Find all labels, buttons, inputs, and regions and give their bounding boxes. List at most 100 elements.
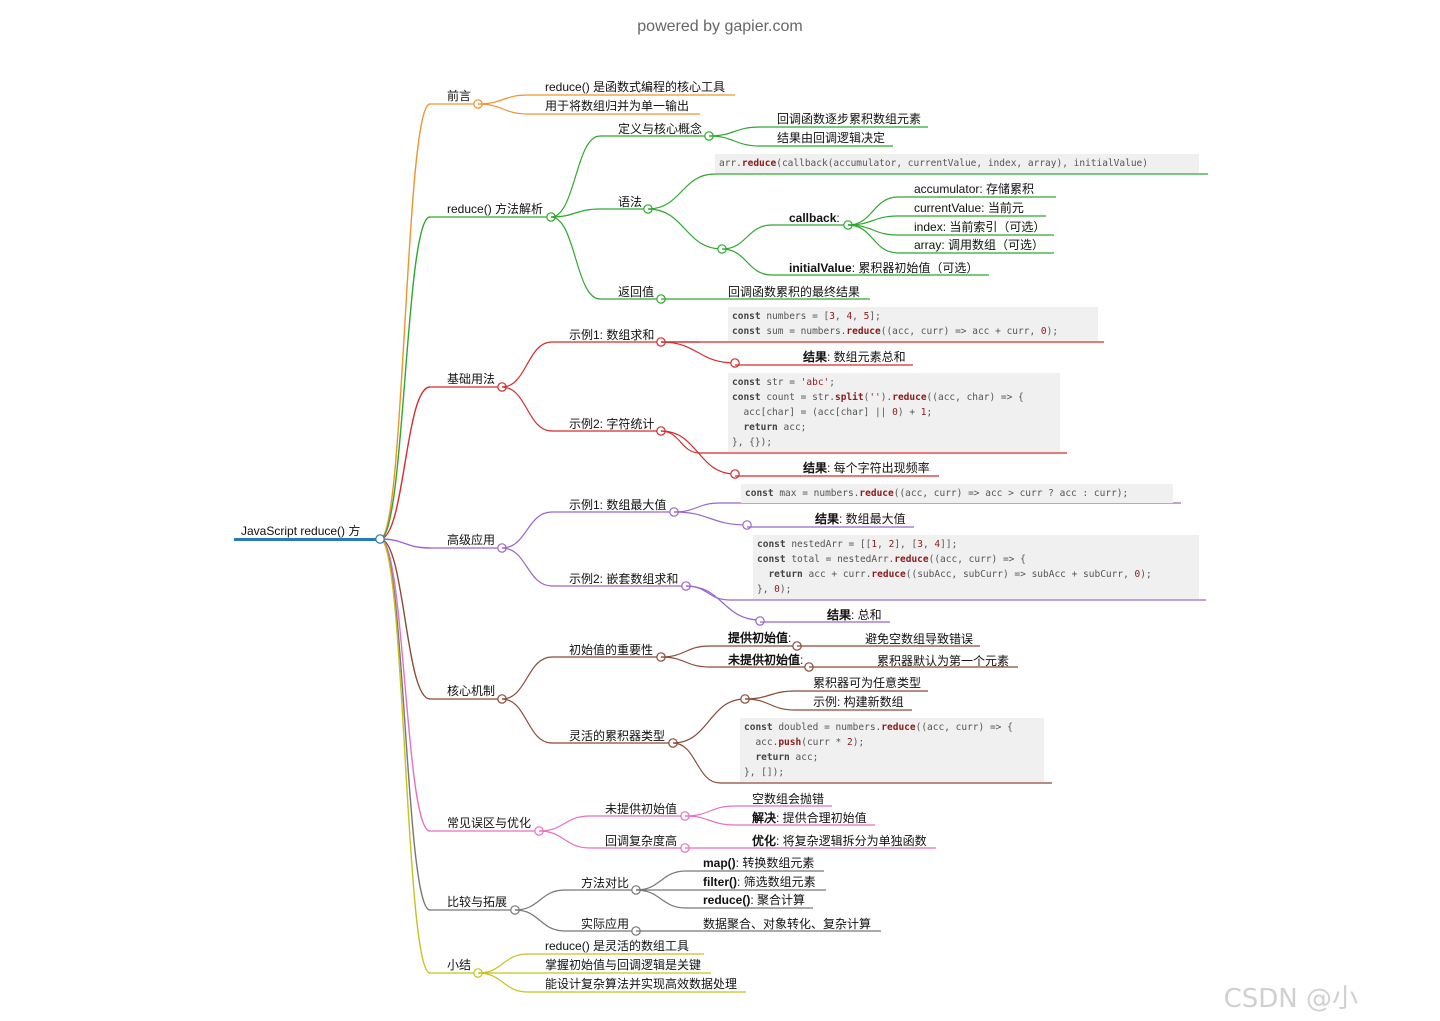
code-count: const str = 'abc'; const count = str.spl… xyxy=(728,373,1060,452)
node-label-key: filter() xyxy=(703,875,737,889)
connector-line xyxy=(847,224,899,254)
connector-line xyxy=(647,208,723,250)
callback-key: callback xyxy=(789,211,837,225)
connector-line xyxy=(685,585,731,601)
branch-summary-label: 小结 xyxy=(447,958,472,972)
branch-basic-label: 基础用法 xyxy=(447,372,496,386)
connector-line xyxy=(684,815,736,826)
branch-preface-connector xyxy=(379,103,431,540)
connector-line xyxy=(477,103,529,115)
node-label-key: 未提供初始值 xyxy=(728,653,801,667)
connector-line xyxy=(501,656,553,700)
connector-line xyxy=(673,511,748,526)
connector-line xyxy=(538,830,591,849)
powered-by-header: powered by gapier.com xyxy=(637,18,803,35)
node-label-value: : 数组最大值 xyxy=(839,512,906,526)
callback-param: array: 调用数组（可选） xyxy=(914,238,1045,252)
provide-initial-key: 提供初始值: xyxy=(728,631,791,646)
node-label-value: : 筛选数组元素 xyxy=(737,875,816,889)
initial-value-label: initialValue: 累积器初始值（可选） xyxy=(789,261,978,276)
branch-advanced-connector xyxy=(379,538,431,549)
node-label-key: 解决 xyxy=(752,811,777,825)
node-label-key: 提供初始值 xyxy=(728,631,789,645)
node-label-value: : 数组元素总和 xyxy=(827,350,906,364)
connector-line xyxy=(660,341,736,364)
basic-result1-label: 结果: 数组元素总和 xyxy=(803,350,906,365)
node-label-value: : 累积器初始值（可选） xyxy=(851,261,979,275)
connector-line xyxy=(635,889,687,909)
summary-item: 能设计复杂算法并实现高效数据处理 xyxy=(545,977,738,991)
branch-compare-connector xyxy=(379,538,431,911)
compare-item: map(): 转换数组元素 xyxy=(703,856,814,871)
branch-method-label: reduce() 方法解析 xyxy=(447,202,544,216)
pitfall-item: 空数组会抛错 xyxy=(752,792,825,806)
connector-line xyxy=(721,224,773,250)
core-initial-label: 初始值的重要性 xyxy=(569,643,654,657)
return-value-item: 回调函数累积的最终结果 xyxy=(728,285,861,299)
node-label-key: 结果 xyxy=(803,350,828,364)
connector-line xyxy=(684,805,736,817)
node-label-key: 优化 xyxy=(752,834,777,848)
basic-example1-label: 示例1: 数组求和 xyxy=(569,328,655,342)
node-label-value: : xyxy=(788,631,792,645)
connector-line xyxy=(477,94,529,105)
preface-item: 用于将数组归并为单一输出 xyxy=(545,99,690,113)
connector-line xyxy=(672,742,721,784)
syntax-label: 语法 xyxy=(618,195,643,209)
node-label-value: : 将复杂逻辑拆分为单独函数 xyxy=(776,834,927,848)
root-toggle[interactable] xyxy=(375,534,385,544)
connector-line xyxy=(477,953,529,974)
provide-initial-value: 避免空数组导致错误 xyxy=(865,632,974,646)
node-label-key: 结果 xyxy=(827,608,852,622)
basic-result2-toggle[interactable] xyxy=(730,469,740,479)
definition-label: 定义与核心概念 xyxy=(618,122,703,136)
connector-line xyxy=(660,656,711,668)
connector-line xyxy=(501,341,553,388)
node-label-value: : xyxy=(800,653,804,667)
connector-line xyxy=(501,511,553,549)
pitfall-complexity-label: 回调复杂度高 xyxy=(605,834,678,848)
connector-line xyxy=(672,698,746,744)
core-flexible-label: 灵活的累积器类型 xyxy=(569,729,666,743)
advanced-result2-toggle[interactable] xyxy=(755,616,765,626)
pitfall-no-initial-label: 未提供初始值 xyxy=(605,802,678,816)
branch-summary-connector xyxy=(379,538,431,974)
connector-line xyxy=(635,870,687,891)
root-node-label: JavaScript reduce() 方 xyxy=(241,524,361,538)
callback-param: currentValue: 当前元 xyxy=(914,201,1024,215)
branch-core-connector xyxy=(379,538,431,700)
node-label-value: : 聚合计算 xyxy=(750,893,806,907)
node-label-key: reduce() xyxy=(703,893,751,907)
return-value-label: 返回值 xyxy=(618,285,655,299)
connector-line xyxy=(501,547,553,587)
code-nested: const nestedArr = [[1, 2], [3, 4]]; cons… xyxy=(753,535,1199,599)
advanced-result1-label: 结果: 数组最大值 xyxy=(815,512,906,527)
advanced-result1-toggle[interactable] xyxy=(742,520,752,530)
connector-line xyxy=(477,972,529,993)
node-label-value: : 总和 xyxy=(851,608,882,622)
preface-item: reduce() 是函数式编程的核心工具 xyxy=(545,80,726,94)
basic-result1-toggle[interactable] xyxy=(730,358,740,368)
flexible-item: 示例: 构建新数组 xyxy=(813,695,904,709)
branch-core-label: 核心机制 xyxy=(447,684,496,698)
connector-line xyxy=(501,386,553,432)
pitfall-solution: 解决: 提供合理初始值 xyxy=(752,811,867,826)
callback-param: accumulator: 存储累积 xyxy=(914,182,1035,196)
branch-compare-label: 比较与拓展 xyxy=(447,895,508,909)
branch-advanced-label: 高级应用 xyxy=(447,533,496,547)
node-label-key: map() xyxy=(703,856,736,870)
branch-basic-connector xyxy=(379,386,431,540)
connector-line xyxy=(550,208,601,218)
connector-line xyxy=(708,126,761,137)
advanced-example1-label: 示例1: 数组最大值 xyxy=(569,498,667,512)
code-max: const max = numbers.reduce((acc, curr) =… xyxy=(741,484,1173,503)
branch-preface-label: 前言 xyxy=(447,89,472,103)
connector-line xyxy=(744,690,796,700)
branch-pitfalls-label: 常见误区与优化 xyxy=(447,816,532,830)
summary-item: reduce() 是灵活的数组工具 xyxy=(545,939,690,953)
branch-pitfalls-connector xyxy=(379,538,431,832)
branch-method-connector xyxy=(379,216,431,540)
connector-line xyxy=(514,909,566,932)
definition-item: 回调函数逐步累积数组元素 xyxy=(777,112,922,126)
